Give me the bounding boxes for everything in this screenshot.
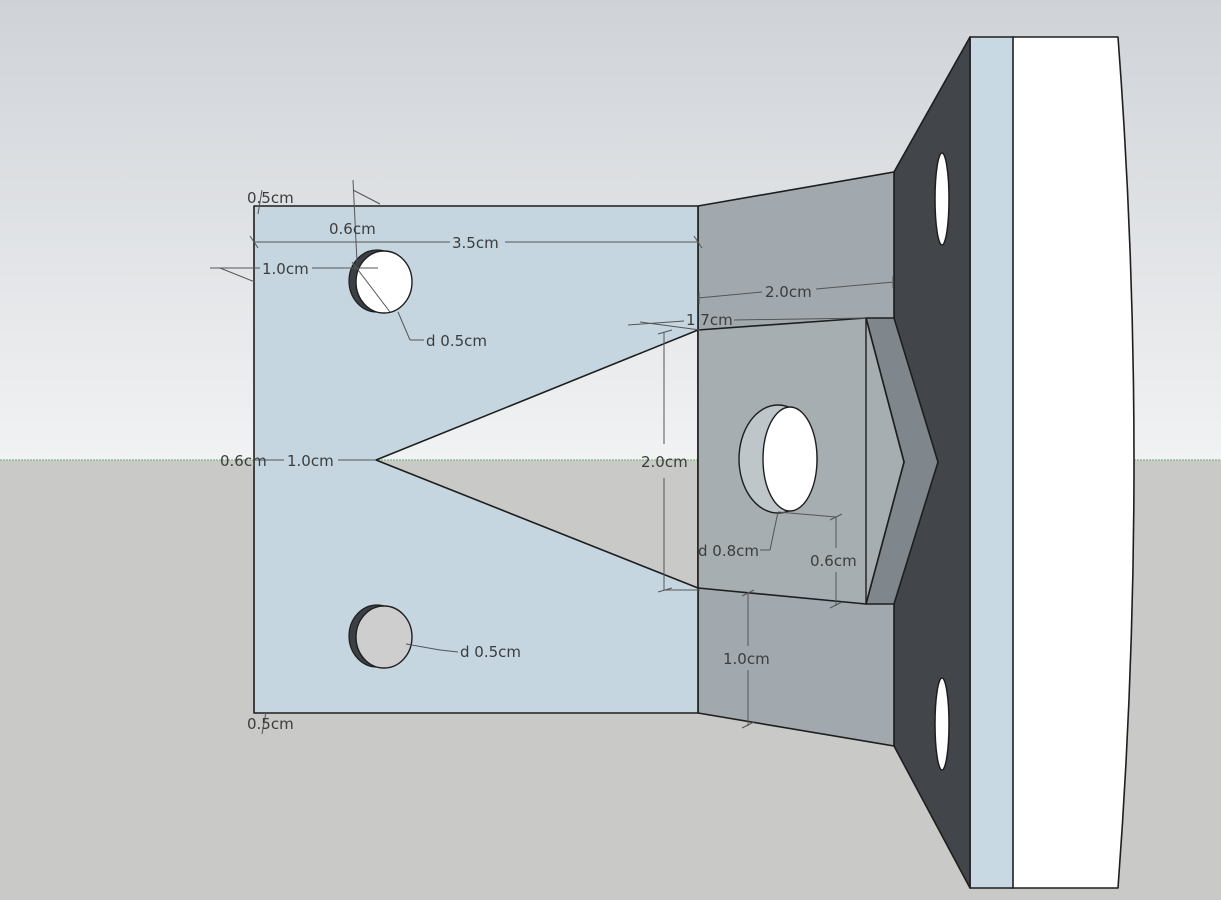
dim-notch-top: 1.7cm	[686, 311, 733, 329]
flange-hole-bottom[interactable]	[934, 677, 950, 771]
dim-bottom-corner: 0.5cm	[247, 715, 294, 733]
center-hole[interactable]	[762, 406, 818, 512]
dim-mid-notch: 1.0cm	[287, 452, 334, 470]
small-hole-top-group[interactable]	[348, 249, 413, 314]
flange-band[interactable]	[969, 36, 1014, 889]
flange-white-face[interactable]	[1011, 36, 1135, 889]
dim-side-width: 2.0cm	[765, 283, 812, 301]
dim-hole-offset: 0.6cm	[329, 220, 376, 238]
dim-mid-left: 0.6cm	[220, 452, 267, 470]
dim-bottom-offset: 0.6cm	[810, 552, 857, 570]
front-plate[interactable]	[253, 205, 699, 714]
dim-small-hole-bottom: d 0.5cm	[460, 643, 521, 661]
dim-small-hole-top: d 0.5cm	[426, 332, 487, 350]
dim-notch-height: 2.0cm	[641, 453, 688, 471]
small-hole-bottom-group[interactable]	[348, 604, 413, 669]
small-hole-bottom[interactable]	[355, 605, 413, 669]
flange-hole-top[interactable]	[934, 152, 950, 246]
dim-plate-width: 3.5cm	[452, 234, 499, 252]
dim-hole-edge: 1.0cm	[262, 260, 309, 278]
dim-center-hole: d 0.8cm	[698, 542, 759, 560]
dim-lower-height: 1.0cm	[723, 650, 770, 668]
dimension-lines	[210, 179, 895, 735]
dim-top-corner: 0.5cm	[247, 189, 294, 207]
small-hole-top[interactable]	[355, 250, 413, 314]
